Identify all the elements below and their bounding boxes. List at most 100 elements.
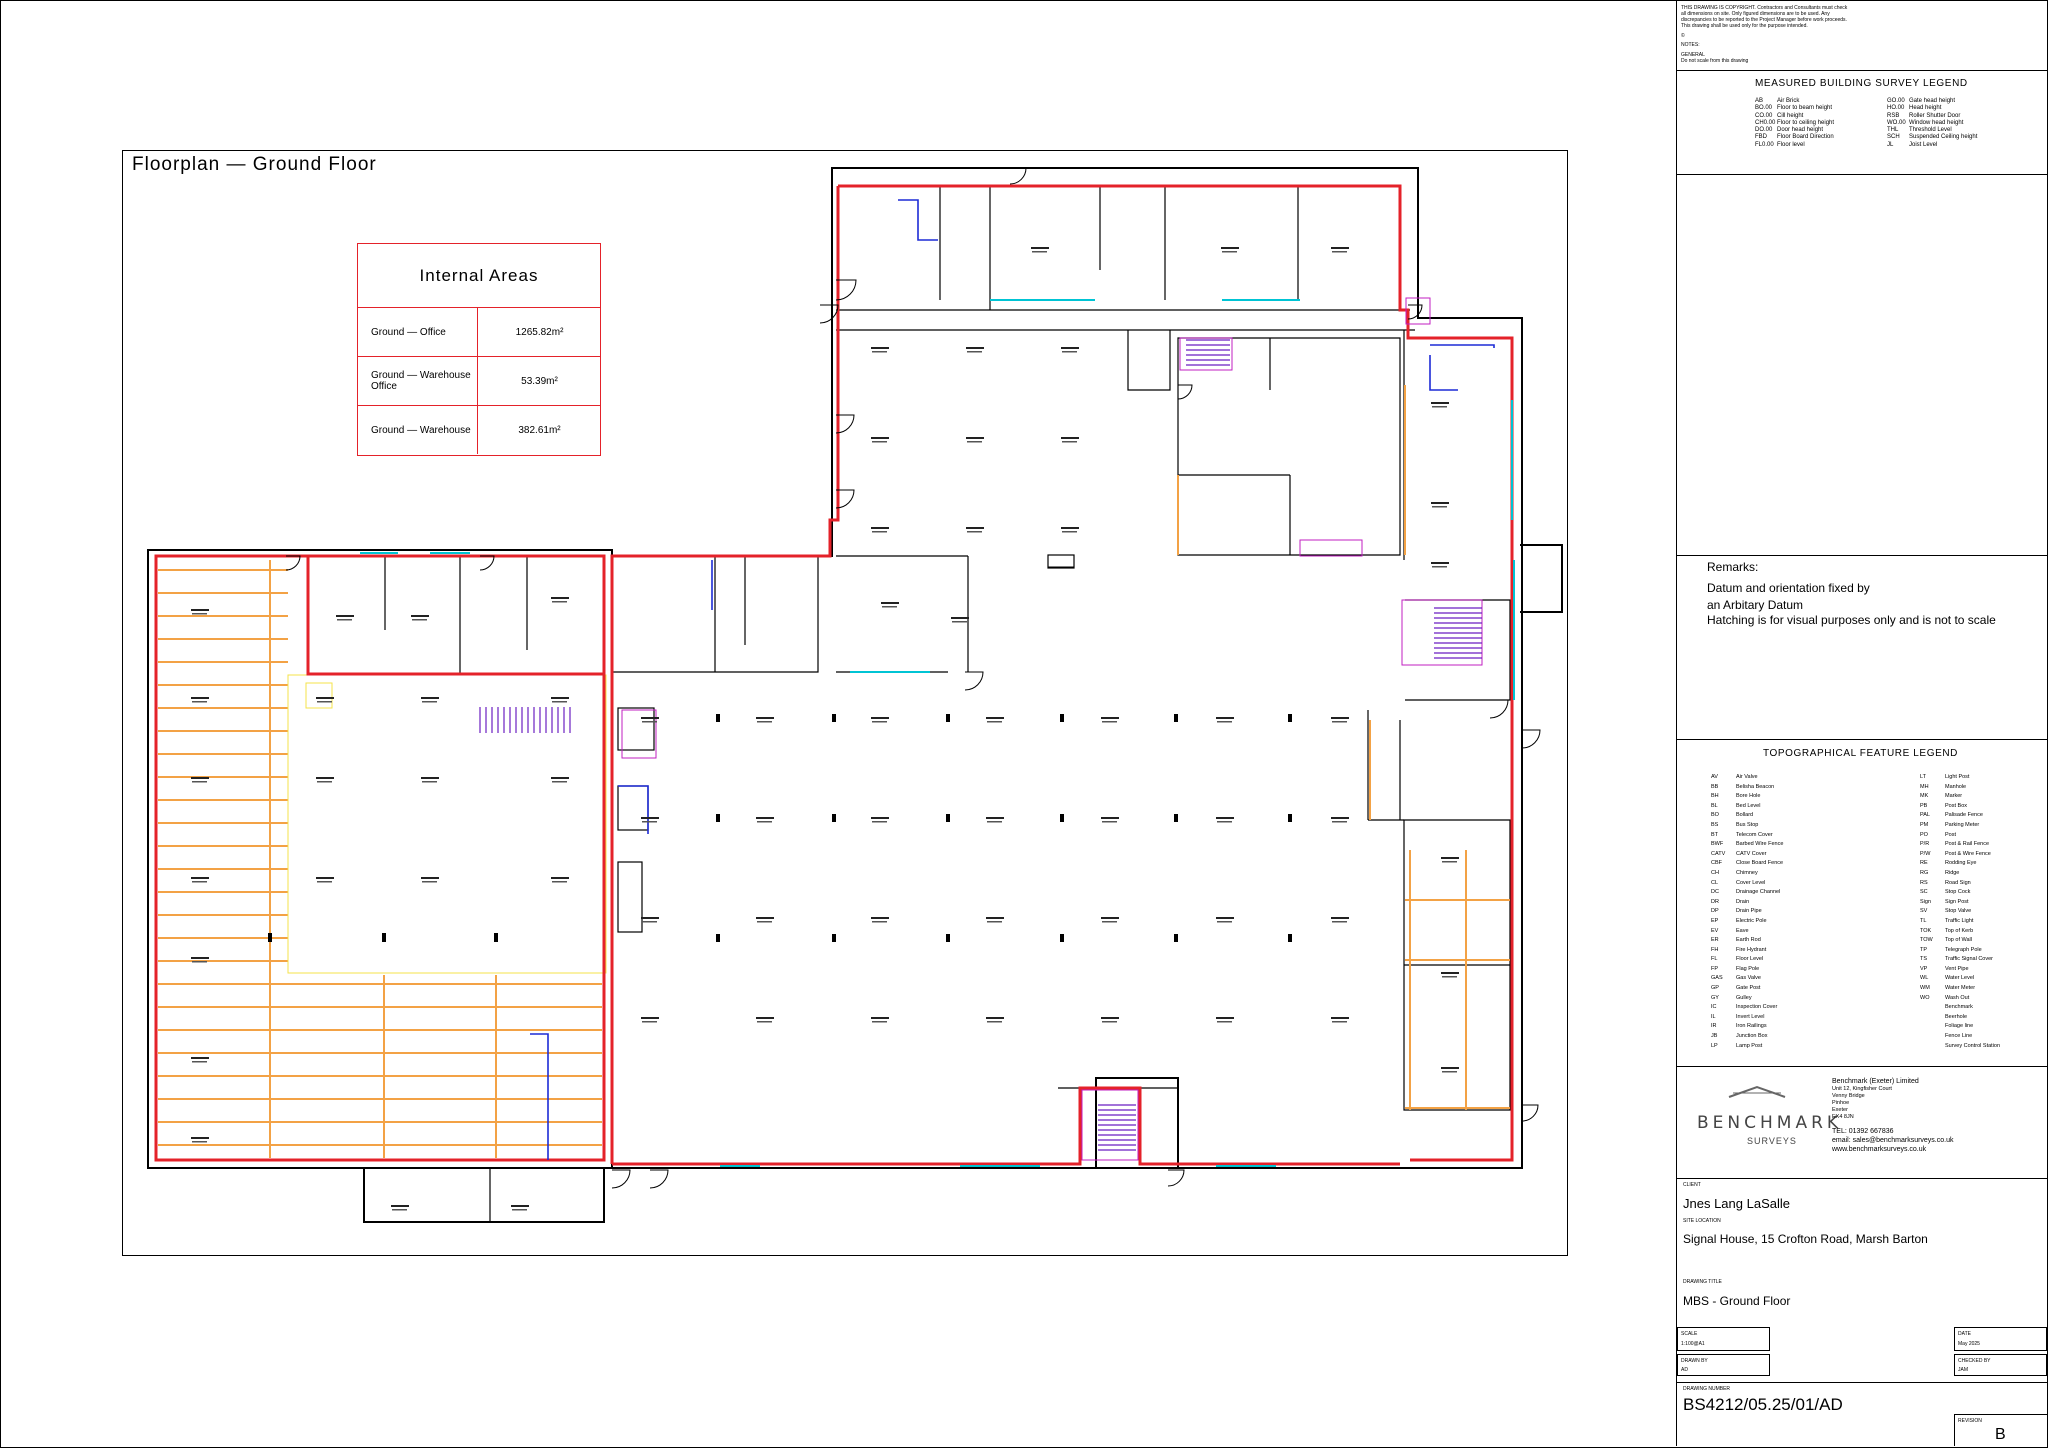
legend-key: BS	[1711, 821, 1719, 828]
spot-level-mark	[871, 527, 889, 529]
plan-title: Floorplan — Ground Floor	[132, 154, 377, 175]
legend-desc: Iron Railings	[1736, 1023, 1767, 1030]
door-swing	[1521, 729, 1541, 749]
legend-desc: Palisade Fence	[1945, 812, 1983, 819]
spot-level-mark	[1102, 721, 1117, 723]
area-name: Ground — Warehouse Office	[358, 357, 478, 405]
spot-level-mark	[552, 781, 567, 783]
legend-entry: IR Iron Railings	[1711, 1022, 1783, 1032]
spot-level-mark	[316, 777, 334, 779]
legend-desc: Bore Hole	[1736, 793, 1761, 800]
structural-column	[268, 933, 272, 942]
door-swing	[1009, 167, 1027, 185]
spot-level-mark	[1332, 1021, 1347, 1023]
spot-level-mark	[871, 717, 889, 719]
legend-desc: Post & Rail Fence	[1945, 841, 1990, 848]
legend-desc: Floor Board Direction	[1777, 134, 1834, 141]
legend-desc: Eave	[1736, 927, 1749, 934]
legend-key: CATV	[1711, 850, 1726, 857]
spot-level-mark	[756, 717, 774, 719]
spot-level-mark	[317, 781, 332, 783]
spot-level-mark	[642, 921, 657, 923]
spot-level-mark	[1102, 921, 1117, 923]
remarks-line: Datum and orientation fixed by	[1707, 581, 1870, 595]
company-tel: TEL: 01392 667836	[1832, 1128, 1894, 1135]
spot-level-mark	[1332, 921, 1347, 923]
floor-plan	[147, 167, 1563, 1223]
legend-key: FH	[1711, 946, 1719, 953]
legend-desc: Parking Meter	[1945, 821, 1980, 828]
spot-level-mark	[1331, 247, 1349, 249]
legend-desc: Manhole	[1945, 783, 1967, 790]
spot-level-mark	[192, 881, 207, 883]
legend-key: GP	[1711, 985, 1719, 992]
spot-level-mark	[966, 527, 984, 529]
spot-level-mark	[422, 701, 437, 703]
date-label: DATE	[1958, 1331, 1971, 1337]
remarks-label: Remarks:	[1707, 560, 1759, 574]
legend-key: MK	[1920, 793, 1929, 800]
door-swing	[1489, 699, 1509, 719]
legend-key: WL	[1920, 975, 1929, 982]
legend-key: TL	[1920, 917, 1927, 924]
legend-key: CH	[1711, 869, 1719, 876]
spot-level-mark	[551, 597, 569, 599]
legend-desc: Gate head height	[1909, 98, 1956, 104]
legend-key: FP	[1711, 965, 1719, 972]
legend-desc: Lamp Post	[1736, 1042, 1763, 1049]
note-line: This drawing shall be used only for the …	[1681, 23, 1808, 29]
area-name: Ground — Office	[358, 308, 478, 356]
spot-level-mark	[986, 917, 1004, 919]
company-email[interactable]: email: sales@benchmarksurveys.co.uk	[1832, 1137, 1954, 1144]
spot-level-mark	[757, 1021, 772, 1023]
structural-column	[1288, 934, 1292, 942]
spot-level-mark	[191, 957, 209, 959]
spot-level-mark	[1222, 251, 1237, 253]
spot-level-mark	[756, 817, 774, 819]
legend-desc: Light Post	[1945, 774, 1970, 780]
spot-level-mark	[641, 817, 659, 819]
legend-key: RSB	[1887, 112, 1900, 119]
spot-level-mark	[1062, 441, 1077, 443]
spot-level-mark	[422, 781, 437, 783]
legend-desc: Telegraph Pole	[1945, 946, 1982, 953]
measured-legend-title: MEASURED BUILDING SURVEY LEGEND	[1755, 78, 1968, 89]
legend-key: IR	[1711, 1023, 1717, 1030]
drawn-by-label: DRAWN BY	[1681, 1358, 1708, 1364]
spot-level-mark	[1441, 972, 1459, 974]
legend-desc: Floor to beam height	[1777, 105, 1833, 112]
spot-level-mark	[1101, 917, 1119, 919]
legend-desc: Traffic Signal Cover	[1945, 956, 1993, 963]
structural-column	[1047, 554, 1075, 568]
spot-level-mark	[1216, 1017, 1234, 1019]
legend-desc: Threshold Level	[1909, 127, 1952, 134]
spot-level-mark	[1101, 817, 1119, 819]
legend-key	[1920, 1032, 1945, 1042]
spot-level-mark	[1442, 861, 1457, 863]
external-walls	[147, 167, 1563, 1223]
company-website[interactable]: www.benchmarksurveys.co.uk	[1832, 1146, 1927, 1153]
internal-areas-table: Internal Areas Ground — Office 1265.82m²…	[357, 243, 601, 456]
checked-by-value: JAM	[1958, 1367, 1968, 1373]
